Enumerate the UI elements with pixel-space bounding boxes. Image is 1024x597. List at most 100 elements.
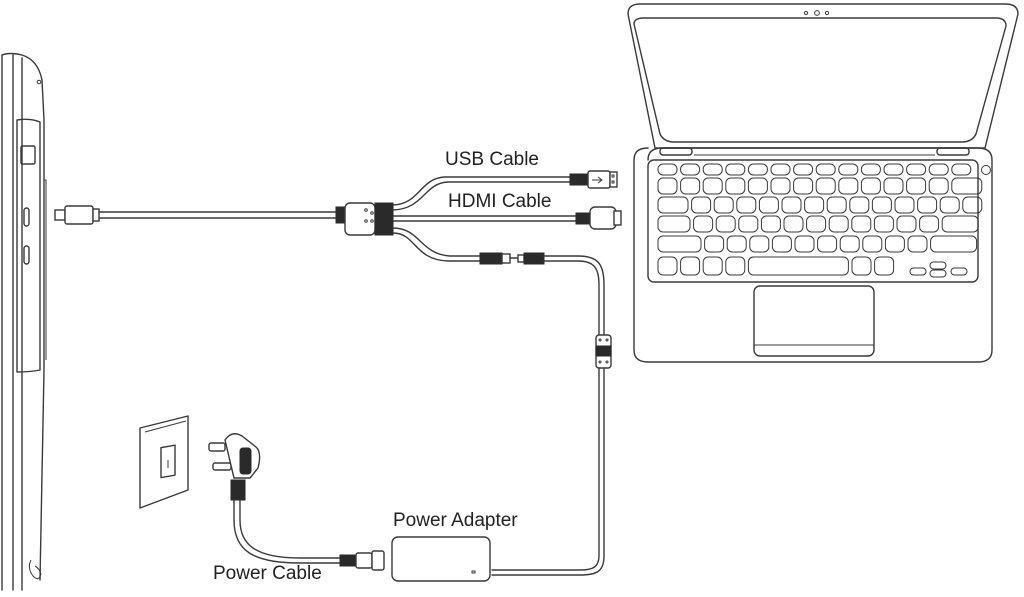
arrow-key [929, 261, 947, 270]
keyboard-key [894, 196, 915, 214]
keyboard-key [941, 215, 979, 233]
keyboard-key [715, 215, 736, 233]
keyboard-key [896, 215, 917, 233]
keyboard-key [770, 177, 791, 195]
keyboard-key [783, 215, 804, 233]
usb-c-cable [54, 205, 339, 225]
dc-connector [523, 252, 545, 265]
keyboard-key [951, 163, 972, 176]
keyboard-key [860, 163, 881, 176]
keyboard-key [793, 163, 814, 176]
keyboard-key [817, 235, 838, 253]
power-button-icon [981, 165, 991, 175]
keyboard-key [781, 196, 802, 214]
arrow-key [929, 269, 947, 278]
keyboard-key [849, 196, 870, 214]
power-cable-label: Power Cable [213, 563, 322, 584]
keyboard-key [680, 256, 701, 276]
keyboard-key [838, 163, 859, 176]
keyboard-key [758, 196, 779, 214]
keyboard-key [939, 196, 960, 214]
keyboard-key [702, 177, 723, 195]
keyboard-key [906, 177, 927, 195]
laptop [627, 3, 1019, 363]
keyboard-key [702, 163, 723, 176]
keyboard [647, 159, 979, 283]
keyboard-key [657, 163, 678, 176]
camera-icon [803, 10, 809, 16]
keyboard-key [693, 215, 714, 233]
keyboard-key [747, 163, 768, 176]
hdmi-plug [589, 206, 617, 230]
keyboard-key [862, 235, 883, 253]
keyboard-keys [657, 163, 983, 278]
keyboard-key [871, 196, 892, 214]
keyboard-key [680, 163, 701, 176]
keyboard-key [917, 196, 938, 214]
keyboard-key [771, 235, 792, 253]
keyboard-key [704, 235, 725, 253]
keyboard-key [826, 196, 847, 214]
keyboard-key [725, 177, 746, 195]
usb-c-port-1 [23, 207, 30, 227]
keyboard-key [851, 215, 872, 233]
keyboard-key [928, 163, 949, 176]
hdmi-cable [392, 206, 622, 230]
keyboard-key [919, 215, 940, 233]
hdmi-cable-label: HDMI Cable [448, 191, 552, 212]
keyboard-key [815, 163, 836, 176]
power-adapter-label: Power Adapter [393, 510, 518, 531]
keyboard-key [738, 215, 759, 233]
keyboard-key [874, 256, 895, 276]
keyboard-key [928, 177, 949, 195]
splitter [335, 202, 394, 236]
keyboard-key [962, 196, 983, 214]
keyboard-key [883, 163, 904, 176]
usb-c-port-2 [23, 245, 30, 265]
keyboard-key [691, 196, 712, 214]
usb-port-icon [20, 145, 36, 165]
wall-socket [139, 415, 189, 509]
keyboard-key [657, 196, 689, 214]
keyboard-key [951, 177, 983, 195]
keyboard-key [749, 235, 770, 253]
keyboard-key [760, 215, 781, 233]
keyboard-key [804, 196, 825, 214]
trackpad [753, 285, 875, 357]
keyboard-key [839, 235, 860, 253]
keyboard-key [907, 235, 928, 253]
keyboard-key [713, 196, 734, 214]
keyboard-key [806, 215, 827, 233]
keyboard-key [873, 215, 894, 233]
keyboard-key [770, 163, 791, 176]
dc-cable [392, 227, 612, 576]
pen-display [1, 52, 47, 591]
mains-plug [208, 433, 385, 571]
keyboard-key [828, 215, 849, 233]
usb-cable [392, 170, 618, 211]
arrow-key [950, 267, 968, 276]
keyboard-key [838, 177, 859, 195]
ferrite-core [595, 334, 612, 369]
keyboard-key [793, 177, 814, 195]
keyboard-key [860, 177, 881, 195]
keyboard-key [725, 163, 746, 176]
keyboard-key [702, 256, 723, 276]
keyboard-key [851, 256, 872, 276]
keyboard-key [930, 235, 978, 253]
keyboard-key [657, 235, 702, 253]
power-adapter [391, 536, 491, 582]
keyboard-key [726, 235, 747, 253]
usb-cable-label: USB Cable [445, 149, 539, 170]
keyboard-key [657, 215, 691, 233]
keyboard-key [725, 256, 746, 276]
keyboard-key [680, 177, 701, 195]
keyboard-key [736, 196, 757, 214]
keyboard-key [747, 256, 849, 276]
keyboard-key [657, 256, 678, 276]
keyboard-key [657, 177, 678, 195]
arrow-key [909, 267, 927, 276]
keyboard-key [747, 177, 768, 195]
keyboard-key [815, 177, 836, 195]
